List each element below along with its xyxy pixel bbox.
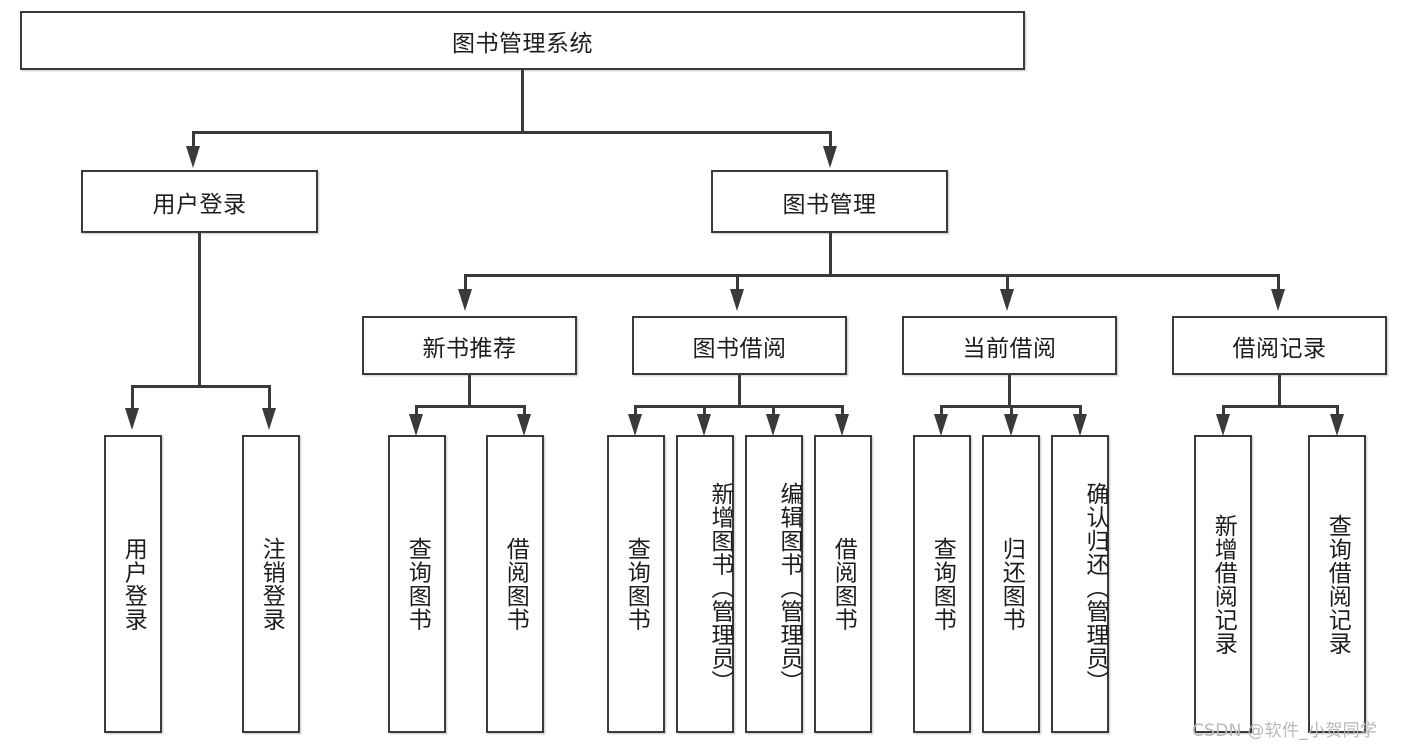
connector-current-borrow-stem [1008, 375, 1011, 406]
node-label: 用户登录 [152, 191, 247, 218]
connector-leg-current-borrow [1006, 274, 1009, 291]
leaf-borrow-book-1: 借阅图书 [486, 435, 544, 733]
connector-leg-return-book [1010, 405, 1013, 416]
connector-leg-new-book-recommend [464, 274, 467, 291]
node-label: 图书管理 [782, 191, 877, 218]
node-label: 新增借阅记录 [1210, 513, 1237, 655]
connector-borrow-record-stem [1278, 375, 1281, 406]
arrowhead-add-record [1216, 414, 1230, 436]
arrowhead-borrow-record [1271, 289, 1285, 311]
node-book-management: 图书管理 [711, 170, 948, 233]
arrowhead-borrow-book-1 [517, 414, 531, 436]
node-label: 新增图书（管理员） [707, 482, 733, 694]
node-label: 借阅图书 [830, 537, 857, 631]
arrowhead-query-book-3 [934, 414, 948, 436]
connector-user-login-stem [198, 233, 201, 386]
connector-leg-add-book [703, 405, 706, 416]
connector-leg-user-login [192, 131, 195, 148]
arrowhead-edit-book [766, 414, 780, 436]
connector-root-stem [521, 70, 524, 132]
connector-book-borrow-bus [634, 405, 843, 408]
node-label: 图书管理系统 [452, 30, 593, 57]
leaf-query-book-2: 查询图书 [607, 435, 665, 733]
arrowhead-borrow-book-2 [835, 414, 849, 436]
connector-book-management-bus [464, 274, 1279, 277]
connector-new-book-recommend-bus [415, 405, 523, 408]
connector-new-book-recommend-stem [468, 375, 471, 406]
connector-leg-borrow-book-1 [523, 405, 526, 416]
arrowhead-query-book-2 [628, 414, 642, 436]
arrowhead-confirm-return [1073, 414, 1087, 436]
connector-root-bus [192, 131, 830, 134]
arrowhead-query-record [1330, 414, 1344, 436]
arrowhead-book-borrow [730, 289, 744, 311]
leaf-query-record: 查询借阅记录 [1308, 435, 1366, 733]
leaf-edit-book: 编辑图书（管理员） [745, 435, 803, 733]
node-new-book-recommend: 新书推荐 [362, 316, 577, 375]
leaf-add-record: 新增借阅记录 [1194, 435, 1252, 733]
leaf-query-book-1: 查询图书 [388, 435, 446, 733]
node-label: 查询借阅记录 [1324, 513, 1351, 655]
connector-leg-leaf-user-login [131, 385, 134, 410]
leaf-confirm-return: 确认归还（管理员） [1051, 435, 1109, 733]
connector-book-management-stem [829, 233, 832, 275]
connector-leg-book-management [829, 131, 832, 148]
connector-leg-query-record [1336, 405, 1339, 416]
node-root-system: 图书管理系统 [20, 11, 1025, 70]
leaf-add-book: 新增图书（管理员） [676, 435, 734, 733]
connector-leg-borrow-record [1277, 274, 1280, 291]
node-label: 编辑图书（管理员） [776, 482, 802, 694]
leaf-logout-login: 注销登录 [242, 435, 300, 733]
node-book-borrow: 图书借阅 [632, 316, 847, 375]
connector-book-borrow-stem [738, 375, 741, 406]
connector-leg-leaf-logout-login [268, 385, 271, 410]
node-label: 新书推荐 [422, 335, 517, 362]
node-label: 图书借阅 [692, 335, 787, 362]
connector-user-login-bus [131, 385, 268, 388]
connector-leg-query-book-3 [940, 405, 943, 416]
node-label: 查询图书 [929, 537, 956, 631]
connector-leg-query-book-2 [634, 405, 637, 416]
connector-leg-edit-book [772, 405, 775, 416]
node-borrow-record: 借阅记录 [1172, 316, 1387, 375]
arrowhead-book-management [823, 146, 837, 168]
node-label: 用户登录 [120, 537, 147, 631]
connector-leg-book-borrow [736, 274, 739, 291]
connector-leg-confirm-return [1079, 405, 1082, 416]
node-user-login: 用户登录 [81, 170, 318, 233]
node-label: 注销登录 [258, 537, 285, 631]
node-label: 当前借阅 [962, 335, 1057, 362]
node-label: 查询图书 [623, 537, 650, 631]
node-label: 借阅图书 [502, 537, 529, 631]
node-label: 确认归还（管理员） [1082, 482, 1108, 694]
leaf-user-login: 用户登录 [104, 435, 162, 733]
node-label: 查询图书 [404, 537, 431, 631]
node-label: 借阅记录 [1232, 335, 1327, 362]
connector-leg-query-book-1 [415, 405, 418, 416]
arrowhead-query-book-1 [409, 414, 423, 436]
arrowhead-current-borrow [1000, 289, 1014, 311]
arrowhead-leaf-logout-login [262, 408, 276, 430]
leaf-return-book: 归还图书 [982, 435, 1040, 733]
connector-borrow-record-bus [1222, 405, 1336, 408]
arrowhead-leaf-user-login [125, 408, 139, 430]
node-label: 归还图书 [998, 537, 1025, 631]
arrowhead-user-login [186, 146, 200, 168]
arrowhead-add-book [697, 414, 711, 436]
leaf-borrow-book-2: 借阅图书 [814, 435, 872, 733]
node-current-borrow: 当前借阅 [902, 316, 1117, 375]
leaf-query-book-3: 查询图书 [913, 435, 971, 733]
arrowhead-return-book [1004, 414, 1018, 436]
connector-leg-borrow-book-2 [841, 405, 844, 416]
connector-leg-add-record [1222, 405, 1225, 416]
arrowhead-new-book-recommend [458, 289, 472, 311]
